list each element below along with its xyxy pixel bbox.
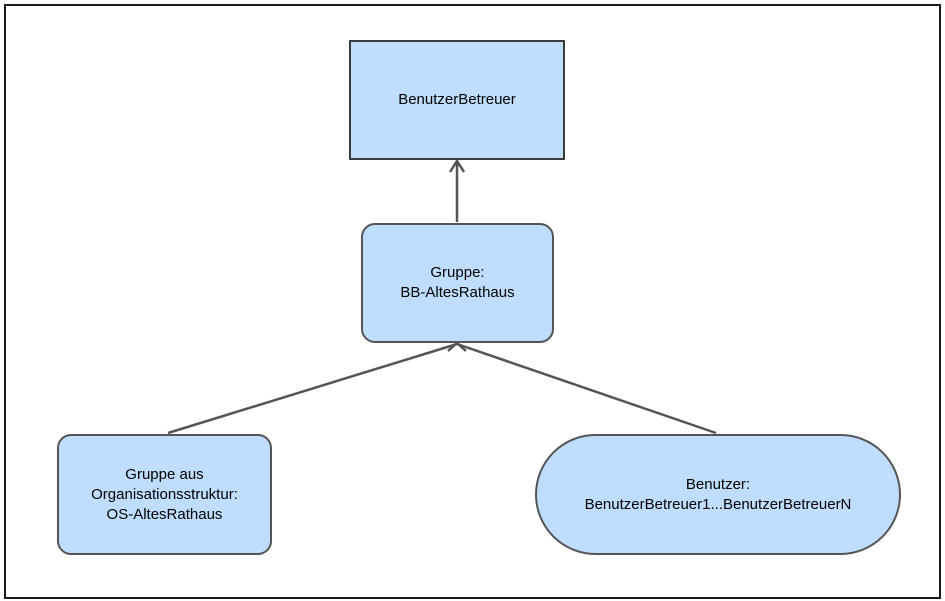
node-gruppe-os-altesrathaus: Gruppe aus Organisationsstruktur: OS-Alt…: [57, 434, 272, 555]
node-gruppe-bb-altesrathaus: Gruppe: BB-AltesRathaus: [361, 223, 554, 343]
node-label: BB-AltesRathaus: [400, 284, 515, 301]
node-label: BenutzerBetreuer: [398, 91, 516, 108]
node-benutzer: Benutzer: BenutzerBetreuer1...BenutzerBe…: [535, 434, 901, 555]
node-label: OS-AltesRathaus: [106, 505, 223, 523]
node-label: Gruppe:: [430, 264, 485, 281]
node-label: Organisationsstruktur:: [91, 485, 238, 503]
node-benutzerbetreuer: BenutzerBetreuer: [349, 40, 565, 160]
node-label: Gruppe aus: [125, 465, 204, 483]
node-label: BenutzerBetreuer1...BenutzerBetreuerN: [584, 495, 852, 513]
node-label: Benutzer:: [685, 475, 751, 493]
